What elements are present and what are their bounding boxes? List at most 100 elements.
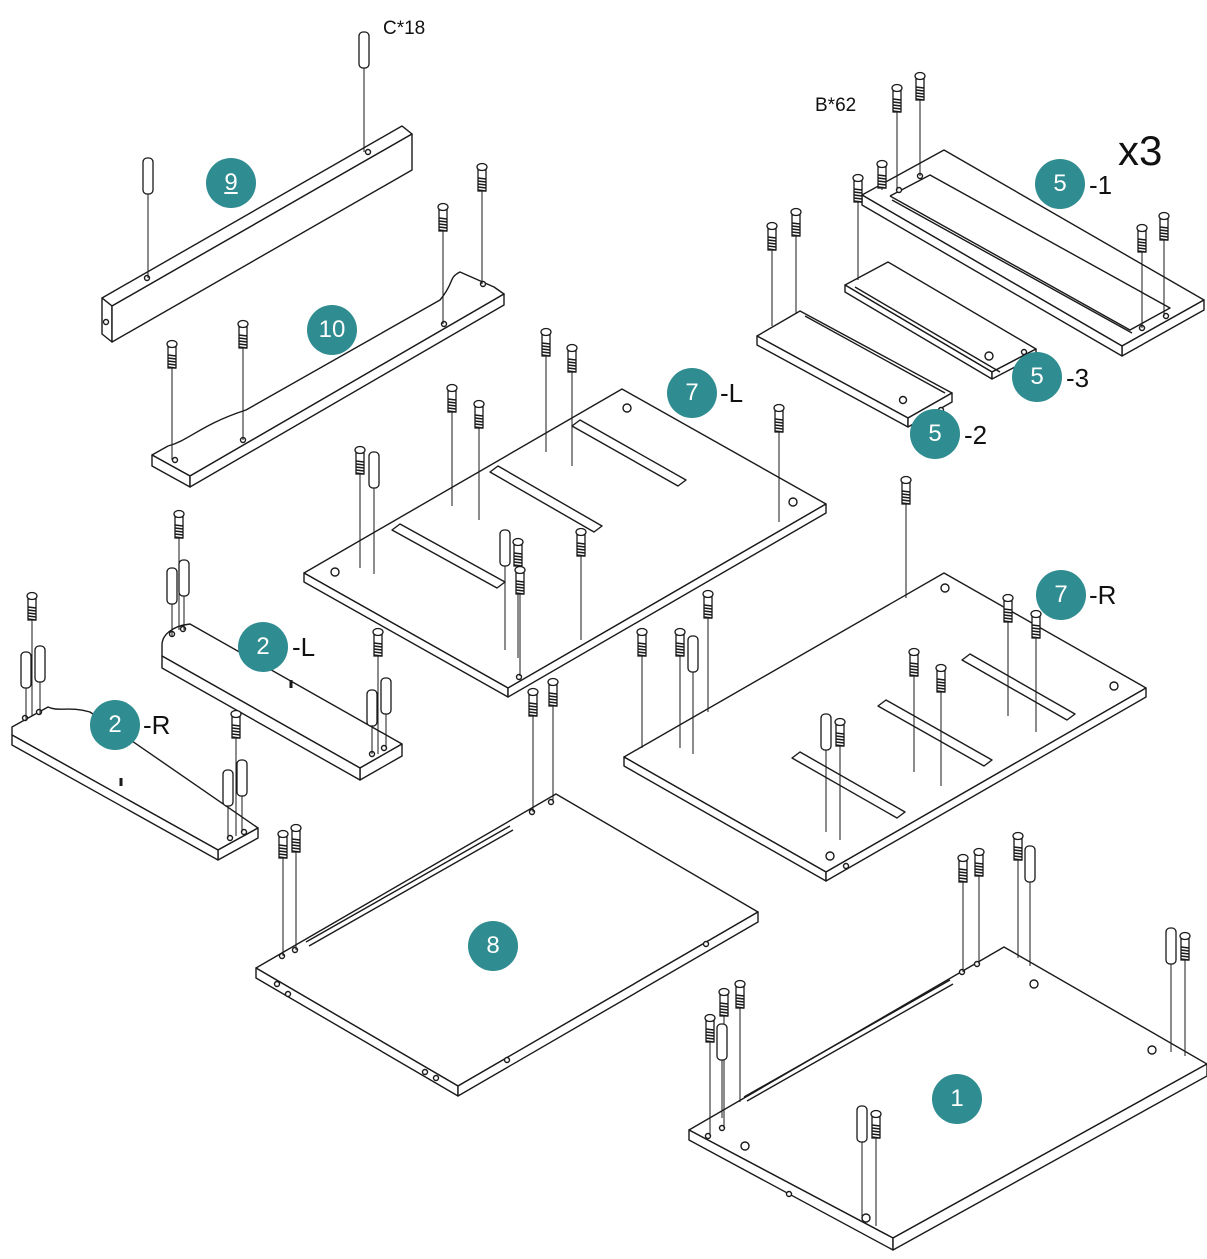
cam-bolt-icon	[527, 687, 539, 812]
cam-bolt-icon	[790, 207, 802, 314]
cam-bolt-icon	[973, 847, 985, 964]
part-number: 9	[224, 169, 238, 196]
cam-bolt-icon	[1136, 223, 1148, 328]
cam-bolt-icon	[26, 591, 38, 716]
dowel-icon	[687, 635, 699, 754]
cam-bolt-icon	[437, 202, 449, 324]
cam-bolt-icon	[547, 677, 559, 802]
cam-bolt-icon	[230, 709, 242, 836]
part-number: 10	[318, 316, 346, 343]
part-badge-9: 9	[206, 158, 256, 208]
fastener-group	[20, 31, 1191, 1226]
cam-bolt-icon	[1002, 593, 1014, 716]
dowel-icon	[856, 1105, 868, 1220]
part-number: 5	[1030, 363, 1044, 390]
dowel-icon	[142, 157, 154, 278]
part-number: 2	[108, 711, 122, 738]
part-badge-5-2: 5	[910, 409, 960, 459]
part-suffix: -1	[1089, 170, 1113, 200]
cam-bolt-icon	[166, 339, 178, 460]
part-suffix: -R	[143, 710, 171, 740]
cam-bolt-icon	[372, 627, 384, 754]
dowel-icon	[236, 759, 248, 832]
cam-bolt-icon	[914, 71, 926, 176]
cam-bolt-icon	[290, 823, 302, 950]
dowel-icon	[366, 689, 378, 754]
part-badge-8: 8	[468, 921, 518, 971]
cam-bolt-icon	[773, 403, 785, 522]
cam-bolt-icon	[852, 173, 864, 280]
dowel-icon	[178, 559, 190, 630]
cam-bolt-icon	[957, 853, 969, 972]
cam-bolt-icon	[891, 83, 903, 190]
rail-2-L	[161, 623, 403, 781]
cam-bolt-icon	[354, 445, 366, 568]
cam-bolt-icon	[636, 627, 648, 748]
cam-bolt-icon	[908, 647, 920, 772]
cam-bolt-icon	[514, 565, 526, 676]
part-suffix: -L	[720, 378, 744, 408]
cam-bolt-icon	[476, 162, 488, 284]
cam-bolt-icon	[1158, 211, 1170, 316]
part-number: 7	[1054, 581, 1068, 608]
part-badge-5-1: 5	[1035, 159, 1085, 209]
cam-bolt-icon	[718, 987, 730, 1128]
cam-bolt-icon	[566, 343, 578, 466]
cam-bolt-icon	[446, 383, 458, 506]
cam-bolt-icon	[277, 829, 289, 956]
cam-bolt-icon	[766, 221, 778, 326]
dowel-icon	[222, 769, 234, 838]
cam-bolt-icon	[237, 319, 249, 440]
part-badge-2-L: 2	[238, 622, 288, 672]
rail-10	[151, 271, 505, 488]
part-suffix: -L	[292, 632, 316, 662]
quantity-multiplier: x3	[1118, 127, 1163, 174]
hardware-c-count: C*18	[383, 18, 426, 39]
cam-bolt-icon	[834, 717, 846, 840]
dowel-icon	[820, 713, 832, 832]
dowel-icon	[380, 677, 392, 748]
dowel-icon	[499, 529, 511, 650]
part-suffix: -2	[964, 420, 988, 450]
cam-bolt-icon	[876, 159, 888, 190]
part-badge-5-3: 5	[1012, 352, 1062, 402]
dowel-icon	[20, 651, 32, 720]
dowel-icon	[34, 645, 46, 714]
panel-5-2	[756, 310, 953, 428]
hardware-b-count: B*62	[815, 95, 857, 116]
cam-bolt-icon	[1179, 931, 1191, 1056]
part-suffix: -R	[1089, 580, 1117, 610]
dowel-icon	[1165, 927, 1177, 1052]
dowel-icon	[166, 567, 178, 636]
part-number: 8	[486, 932, 500, 959]
cam-bolt-icon	[575, 527, 587, 640]
part-number: 5	[928, 420, 942, 447]
dowel-icon	[716, 1023, 728, 1118]
dowel-icon	[368, 451, 380, 574]
part-number: 7	[685, 379, 699, 406]
part-badge-7-R: 7	[1036, 570, 1086, 620]
part-number: 5	[1053, 170, 1067, 197]
cam-bolt-icon	[704, 1013, 716, 1136]
cam-bolt-icon	[900, 475, 912, 598]
panel-7-L	[303, 388, 827, 698]
part-suffix: -3	[1066, 363, 1090, 393]
panel-7-R	[623, 572, 1147, 882]
part-badge-2-R: 2	[90, 700, 140, 750]
part-badge-10: 10	[307, 305, 357, 355]
part-number: 2	[256, 633, 270, 660]
cam-bolt-icon	[1012, 831, 1024, 958]
cam-bolt-icon	[540, 327, 552, 452]
part-badge-1: 1	[932, 1074, 982, 1124]
cam-bolt-icon	[1030, 609, 1042, 732]
dowel-icon	[1024, 845, 1036, 966]
cam-bolt-icon	[674, 627, 686, 748]
cam-bolt-icon	[734, 979, 746, 1102]
part-number: 1	[950, 1085, 964, 1112]
cam-bolt-icon	[935, 663, 947, 786]
part-badge-7-L: 7	[667, 368, 717, 418]
cam-bolt-icon	[702, 589, 714, 712]
cam-bolt-icon	[473, 399, 485, 520]
